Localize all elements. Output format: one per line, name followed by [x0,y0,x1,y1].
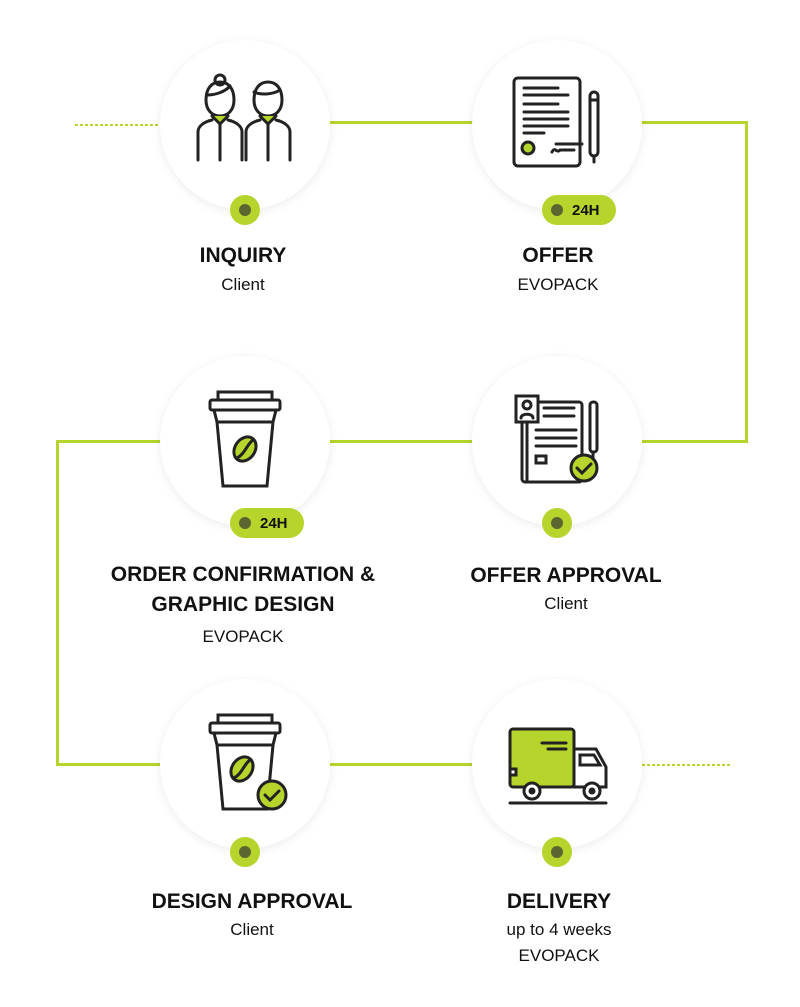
step-design-approval-subtitle: Client [230,920,274,939]
step-inquiry-circle [160,40,330,210]
step-order-confirmation-title: ORDER CONFIRMATION & GRAPHIC DESIGN [73,560,413,620]
step-delivery-circle [472,679,642,849]
step-offer-approval-title: OFFER APPROVAL [470,564,662,587]
step-offer-approval-subtitle: Client [544,594,588,613]
step-design-approval-title: DESIGN APPROVAL [151,890,353,913]
connector-3-4 [330,440,475,443]
people-icon [196,73,292,162]
step-order-confirmation-duration-badge: 24H [230,508,304,538]
connector-1-2 [330,121,475,124]
step-inquiry-subtitle: Client [221,275,265,294]
step-offer-circle [472,40,642,210]
step-order-confirmation-circle [160,356,330,526]
connector-2-3 [640,121,748,124]
step-design-approval-marker [230,837,260,867]
title-line-2: GRAPHIC DESIGN [151,593,335,616]
step-delivery-marker [542,837,572,867]
step-inquiry-title: INQUIRY [199,244,287,267]
step-delivery-title: DELIVERY [506,890,612,913]
step-inquiry-marker [230,195,260,225]
connector-start [75,124,160,126]
step-delivery-subtitle: EVOPACK [518,946,600,965]
connector-4-5-vertical [56,440,59,766]
step-offer-subtitle: EVOPACK [517,275,599,294]
step-offer-duration-badge: 24H [542,195,616,225]
truck-icon [508,727,608,805]
document-approved-icon [514,394,599,484]
connector-4-5-return [56,763,162,766]
step-order-confirmation-subtitle: EVOPACK [202,627,284,646]
step-delivery-duration: up to 4 weeks [506,920,612,939]
connector-2-3-vertical [745,121,748,443]
title-line-1: ORDER CONFIRMATION & [110,563,376,586]
badge-dot [239,517,251,529]
badge-label: 24H [260,514,288,532]
step-design-approval-circle [160,679,330,849]
connector-4-5 [56,440,162,443]
document-icon [512,76,600,168]
step-offer-title: OFFER [522,244,594,267]
connector-2-3-return [640,440,748,443]
connector-5-6 [330,763,475,766]
connector-end [642,764,730,766]
badge-label: 24H [572,201,600,219]
step-offer-approval-marker [542,508,572,538]
step-offer-approval-circle [472,356,642,526]
coffee-cup-check-icon [208,713,288,811]
badge-dot [551,204,563,216]
coffee-cup-icon [208,390,282,488]
